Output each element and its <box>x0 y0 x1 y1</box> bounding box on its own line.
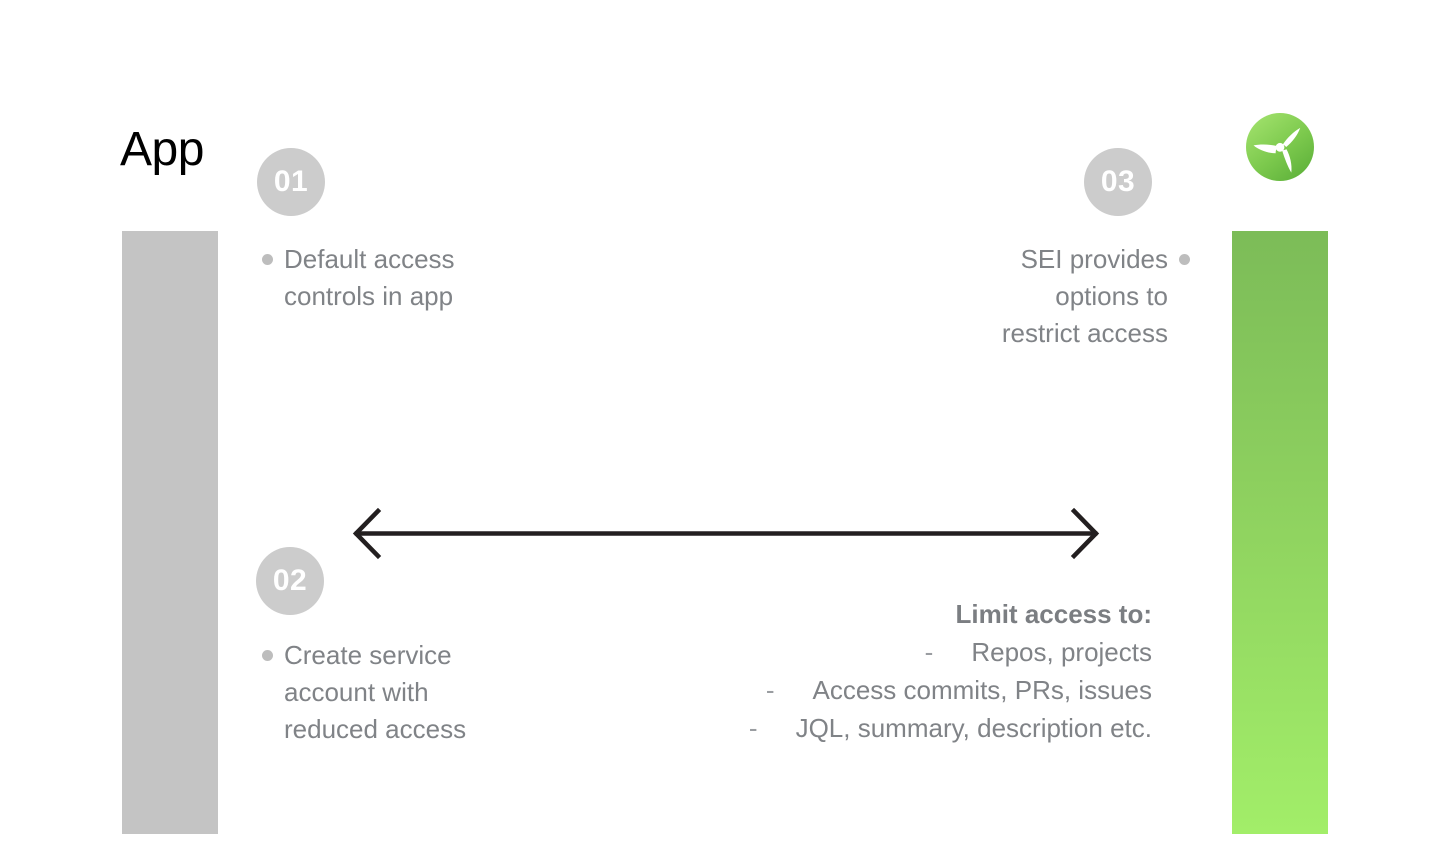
bullet-dot-icon <box>262 650 273 661</box>
step-note-01-text: Default access controls in app <box>284 244 455 311</box>
step-note-02: Create service account with reduced acce… <box>262 637 562 748</box>
page-title: App <box>120 123 204 176</box>
step-circle-02: 02 <box>256 547 324 615</box>
limit-access-item-label: Access commits, PRs, issues <box>812 675 1152 705</box>
double-headed-arrow <box>348 503 1104 565</box>
step-circle-01: 01 <box>257 148 325 216</box>
step-note-03-text: SEI provides options to restrict access <box>1001 244 1168 348</box>
step-note-02-text: Create service account with reduced acce… <box>284 640 467 744</box>
limit-access-item-label: Repos, projects <box>971 637 1152 667</box>
step-note-03: SEI provides options to restrict access <box>900 241 1190 352</box>
limit-access-item: - JQL, summary, description etc. <box>632 709 1152 747</box>
limit-access-item: - Access commits, PRs, issues <box>632 671 1152 709</box>
gray-bar <box>122 231 218 834</box>
limit-access-item-label: JQL, summary, description etc. <box>795 713 1152 743</box>
bullet-dot-icon <box>262 254 273 265</box>
dash-marker: - <box>748 713 758 743</box>
green-bar <box>1232 231 1328 834</box>
step-circle-03: 03 <box>1084 148 1152 216</box>
bullet-dot-icon <box>1179 254 1190 265</box>
step-note-01: Default access controls in app <box>262 241 562 315</box>
dash-marker: - <box>765 675 775 705</box>
limit-access-item: - Repos, projects <box>632 633 1152 671</box>
limit-access-heading: Limit access to: <box>955 599 1152 629</box>
propeller-logo-icon <box>1246 113 1314 181</box>
limit-access-block: Limit access to: - Repos, projects - Acc… <box>632 595 1152 747</box>
dash-marker: - <box>924 637 934 667</box>
